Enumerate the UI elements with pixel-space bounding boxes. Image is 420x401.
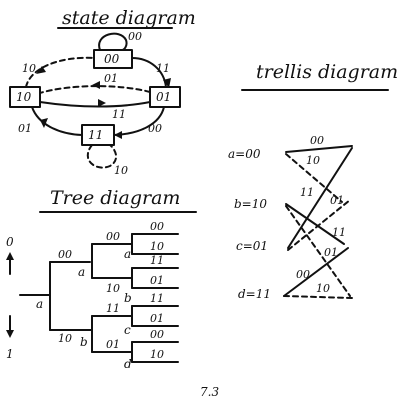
trellis-edge-a-b (285, 153, 343, 203)
tree-l2-node-b: b (124, 291, 132, 305)
arrow-11-10 (40, 118, 48, 128)
arrow-10-01 (98, 99, 106, 107)
trans-11-10 (31, 106, 83, 136)
tree-axis-down-arrow (6, 330, 14, 338)
tree-leaf-6-label: 00 (150, 328, 164, 341)
arrow-10-00 (36, 66, 46, 74)
trellis-label-a-b: 10 (306, 154, 320, 167)
trans-10-00 (25, 56, 95, 88)
tree-diagram: Tree diagram 0 1 a 00 10 a b 00 10 11 01… (6, 187, 197, 371)
arrow-01-11 (114, 131, 122, 139)
state-diagram: state diagram 00 10 01 11 00 10 11 01 11 (9, 7, 196, 177)
self-loop-11-label: 10 (114, 164, 128, 177)
tree-axis-up-arrow (6, 252, 14, 260)
tree-leaf-1-label: 10 (150, 240, 164, 253)
trans-11-10-label: 01 (18, 122, 32, 135)
state-diagram-title: state diagram (62, 7, 196, 29)
tree-l2-b3-label: 01 (106, 338, 120, 351)
trellis-state-d: d=11 (238, 287, 271, 301)
tree-title: Tree diagram (50, 187, 180, 209)
trellis-edge-d-c (283, 247, 349, 297)
trellis-diagram: trellis diagram a=00 b=10 c=01 d=11 00 1… (228, 61, 398, 301)
tree-axis-top: 0 (6, 235, 14, 249)
state-10-label: 10 (16, 90, 32, 104)
tree-l1-top-label: 00 (58, 248, 72, 261)
tree-l2-node-a: a (124, 247, 131, 261)
trellis-edge-c-b (287, 199, 351, 251)
arrow-01-10 (92, 81, 100, 89)
trellis-label-b-c: 11 (300, 186, 314, 199)
trans-01-11-label: 00 (148, 122, 162, 135)
tree-l1-node-a: a (78, 265, 85, 279)
trellis-label-a-a: 00 (310, 134, 324, 147)
tree-root-label: a (36, 297, 43, 311)
self-loop-11 (86, 144, 117, 169)
trellis-state-b: b=10 (234, 197, 267, 211)
tree-leaf-7-label: 10 (150, 348, 164, 361)
tree-leaf-4-label: 11 (150, 292, 164, 305)
tree-leaf-5-label: 01 (150, 312, 164, 325)
trans-10-00-label: 10 (22, 62, 36, 75)
trellis-edge-d-d (283, 295, 353, 299)
tree-leaf-3-label: 01 (150, 274, 164, 287)
tree-l2-node-c: c (124, 323, 131, 337)
tree-l1-node-b: b (80, 335, 88, 349)
trans-01-10-label: 01 (104, 72, 118, 85)
trellis-title: trellis diagram (256, 61, 398, 83)
state-01-label: 01 (156, 90, 171, 104)
trans-10-01 (39, 101, 151, 108)
tree-leaf-0-label: 00 (150, 220, 164, 233)
arrow-00-01 (163, 78, 171, 88)
state-11-label: 11 (88, 128, 103, 142)
trans-00-01 (131, 57, 167, 88)
trellis-label-c-a: 11 (332, 226, 346, 239)
self-loop-00 (98, 32, 128, 51)
tree-leaf-2-label: 11 (150, 254, 164, 267)
tree-l2-b1-label: 10 (106, 282, 120, 295)
tree-l2-node-d: d (124, 357, 132, 371)
trans-10-01-label: 11 (112, 108, 126, 121)
tree-l2-b2-label: 11 (106, 302, 120, 315)
trellis-label-d-c: 00 (296, 268, 310, 281)
self-loop-00-label: 00 (128, 30, 142, 43)
state-00-label: 00 (104, 52, 120, 66)
trellis-label-c-b: 01 (324, 246, 338, 259)
trellis-state-c: c=01 (236, 239, 268, 253)
footer-page-number: 7.3 (200, 385, 219, 399)
trellis-edge-b-d (285, 205, 351, 297)
tree-axis-bottom: 1 (6, 347, 14, 361)
tree-l1-bottom-label: 10 (58, 332, 72, 345)
trellis-edge-b-c (285, 203, 345, 245)
trans-00-01-label: 11 (156, 62, 170, 75)
trellis-label-b-d: 01 (330, 194, 344, 207)
trellis-edge-a-a (285, 145, 353, 153)
tree-l2-b0-label: 00 (106, 230, 120, 243)
trellis-label-d-d: 10 (316, 282, 330, 295)
trellis-edge-c-a (287, 147, 353, 249)
trans-01-10 (39, 85, 151, 94)
trellis-state-a: a=00 (228, 147, 261, 161)
